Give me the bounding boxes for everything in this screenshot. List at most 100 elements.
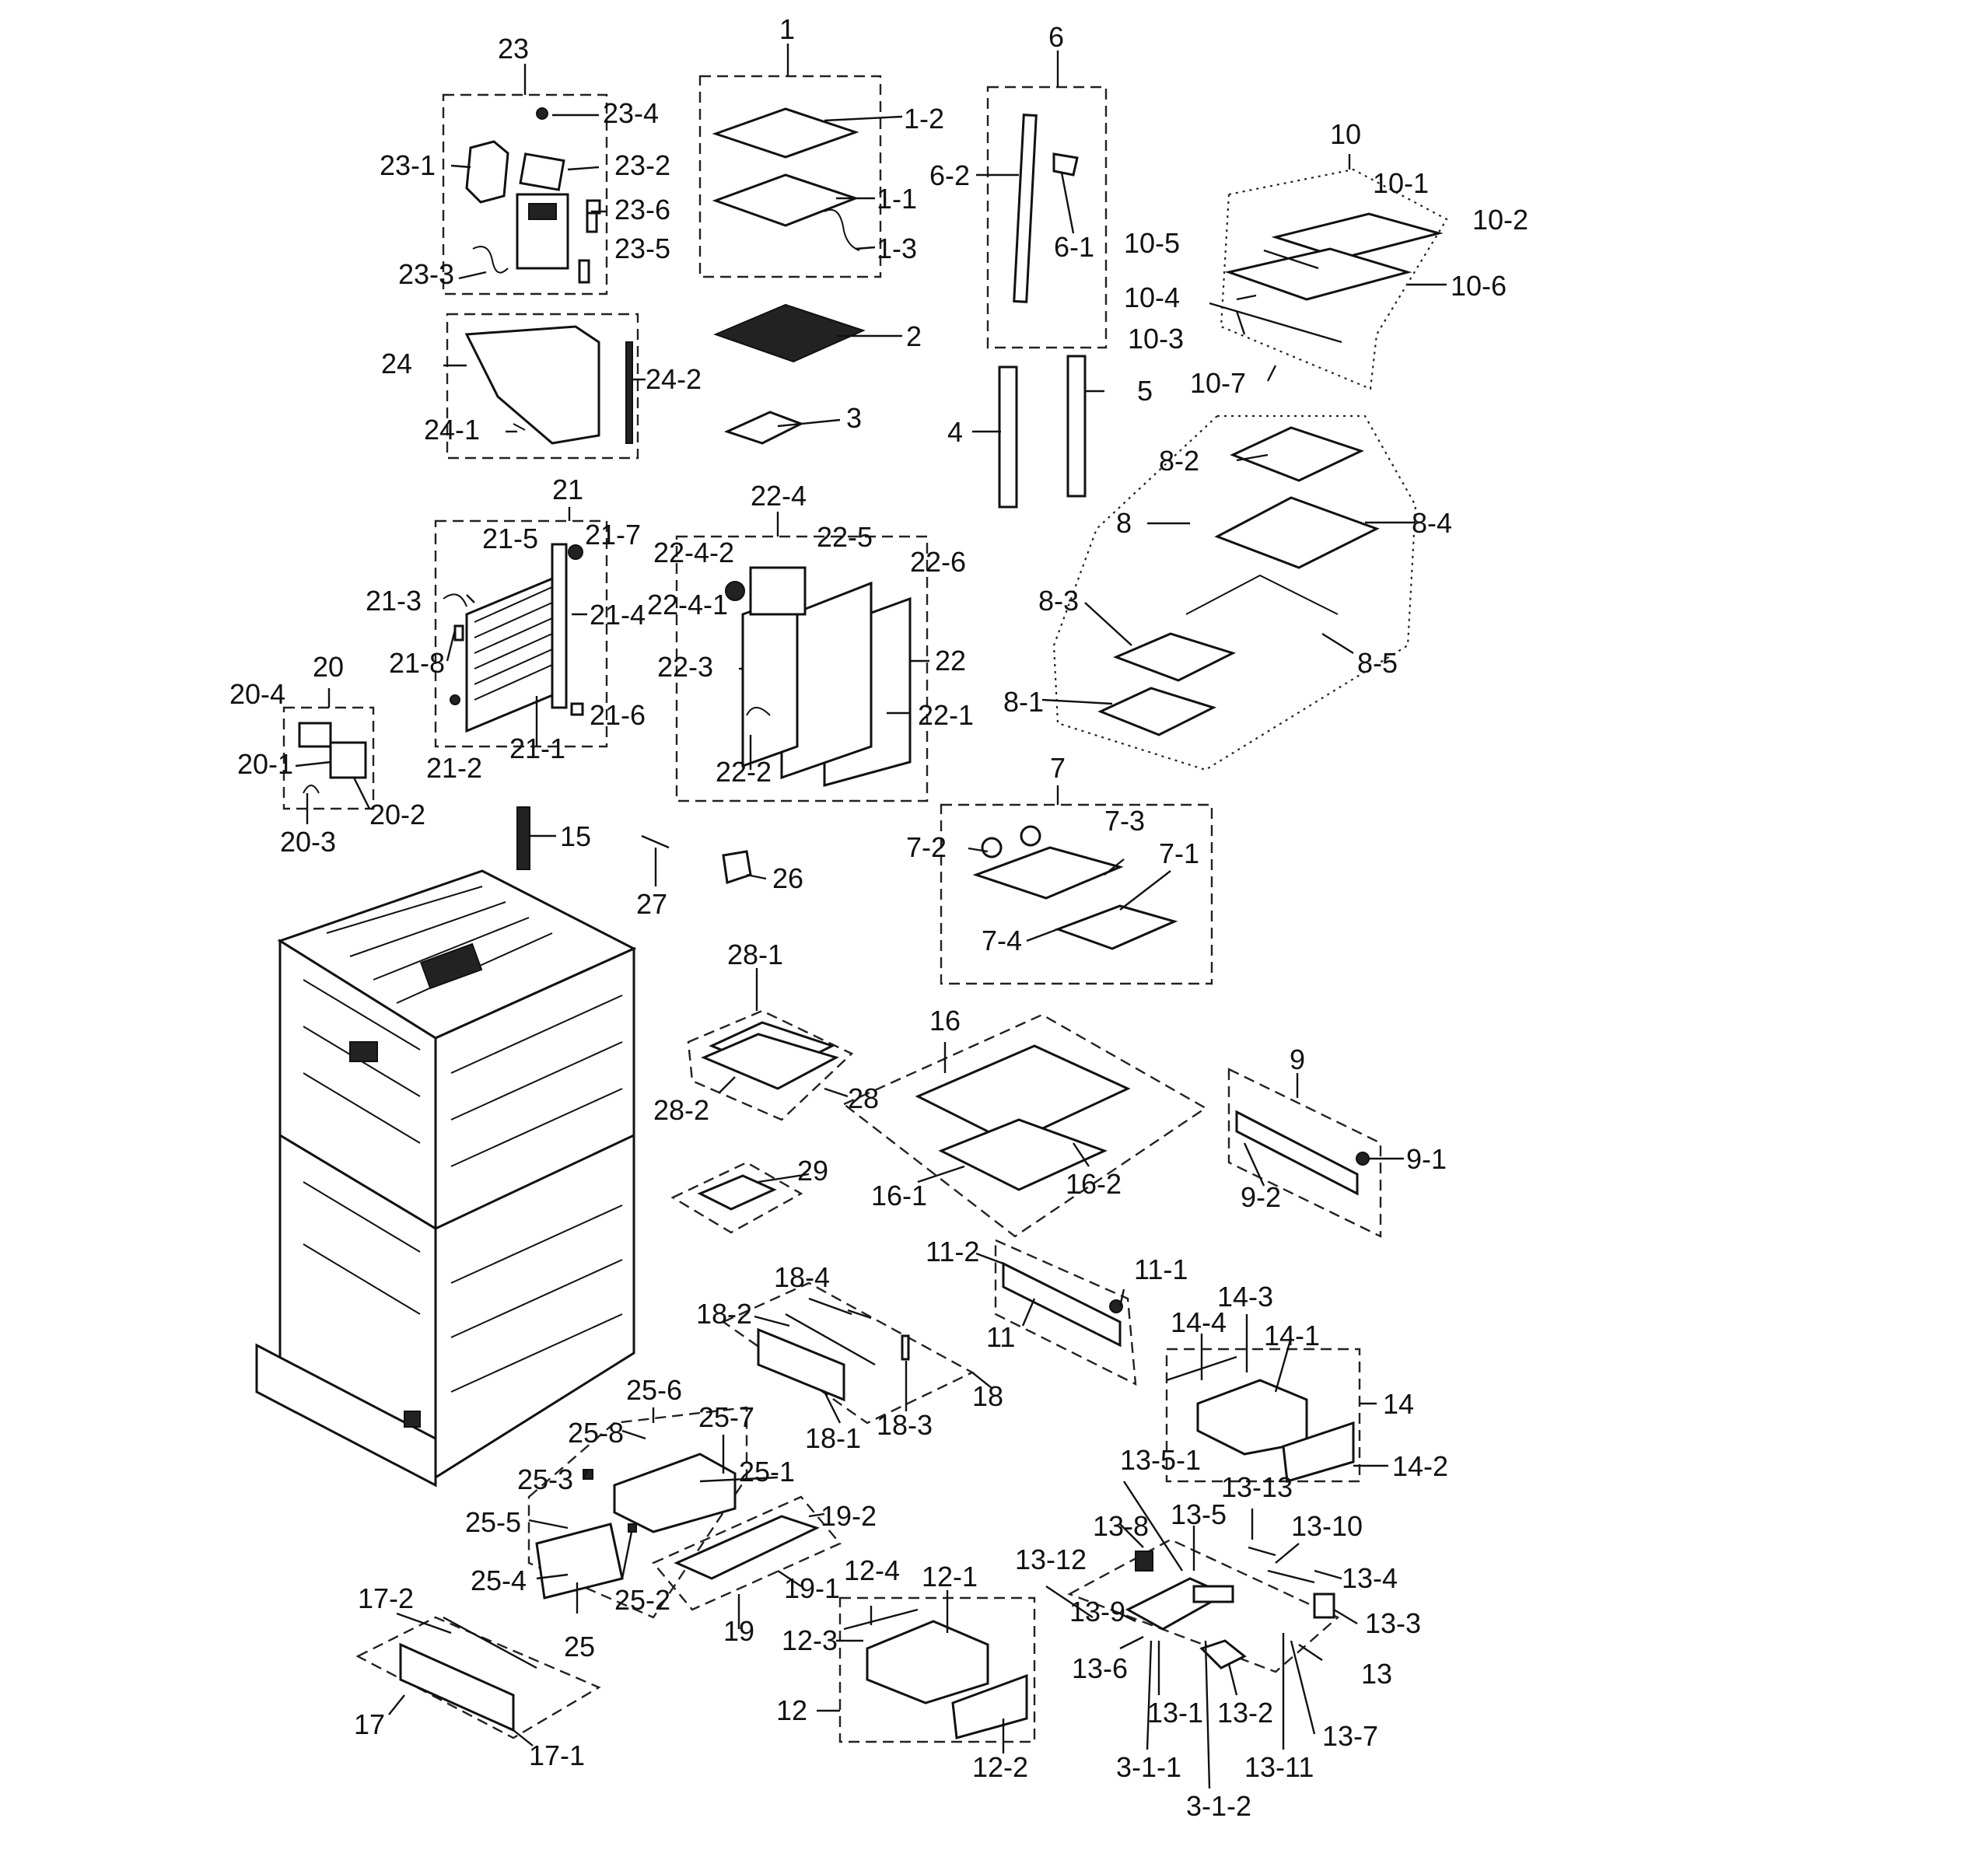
label-28: 28 xyxy=(848,1082,879,1114)
label-1-1: 1-1 xyxy=(877,183,917,215)
label-1-2: 1-2 xyxy=(904,103,944,135)
part-10-shelf-assembly xyxy=(1209,212,1444,344)
label-13-10: 13-10 xyxy=(1291,1510,1363,1542)
part-6-rail-assembly xyxy=(1013,114,1079,303)
part-26-clip xyxy=(722,850,752,884)
label-8-2: 8-2 xyxy=(1159,445,1199,477)
label-10-1: 10-1 xyxy=(1373,167,1429,199)
label-23-6: 23-6 xyxy=(614,194,670,226)
label-22-6: 22-6 xyxy=(910,546,966,578)
label-23-5: 23-5 xyxy=(614,232,670,264)
label-18-2: 18-2 xyxy=(696,1298,752,1330)
part-19-trim xyxy=(674,1515,820,1580)
label-25-5: 25-5 xyxy=(465,1506,521,1538)
group-12-box xyxy=(838,1596,1036,1743)
label-24-2: 24-2 xyxy=(646,363,702,395)
label-16-1: 16-1 xyxy=(871,1180,927,1211)
label-13-8: 13-8 xyxy=(1093,1510,1149,1542)
label-17: 17 xyxy=(354,1708,385,1740)
label-10: 10 xyxy=(1330,118,1361,150)
group-16-box xyxy=(842,1013,1208,1238)
group-23-box xyxy=(442,93,608,295)
label-26: 26 xyxy=(772,862,803,894)
label-23-1: 23-1 xyxy=(380,149,436,181)
part-11-rail xyxy=(1002,1261,1123,1348)
label-17-2: 17-2 xyxy=(358,1582,414,1614)
label-13-4: 13-4 xyxy=(1342,1562,1398,1594)
label-24-1: 24-1 xyxy=(424,414,480,446)
label-13-5: 13-5 xyxy=(1171,1498,1227,1530)
label-22-3: 22-3 xyxy=(657,651,713,683)
part-17-drawer-front xyxy=(399,1616,537,1732)
leader-lines xyxy=(295,44,1447,1789)
part-25-drawer xyxy=(535,1453,737,1600)
part-5-rail xyxy=(1066,355,1087,498)
label-22-4: 22-4 xyxy=(751,480,807,512)
label-12-4: 12-4 xyxy=(844,1554,900,1586)
label-20-4: 20-4 xyxy=(229,678,285,710)
label-13-7: 13-7 xyxy=(1322,1720,1378,1752)
label-10-7: 10-7 xyxy=(1190,367,1246,399)
group-29-box xyxy=(670,1161,803,1234)
label-14: 14 xyxy=(1383,1388,1414,1420)
label-10-6: 10-6 xyxy=(1451,270,1507,302)
label-13-1: 13-1 xyxy=(1147,1697,1203,1729)
part-29-cover xyxy=(697,1174,777,1211)
label-16-2: 16-2 xyxy=(1066,1168,1122,1200)
label-25-6: 25-6 xyxy=(626,1374,682,1406)
label-8-1: 8-1 xyxy=(1003,686,1044,718)
label-21-6: 21-6 xyxy=(590,699,646,731)
label-21-5: 21-5 xyxy=(482,523,538,554)
label-13-3: 13-3 xyxy=(1365,1607,1421,1639)
label-20: 20 xyxy=(313,651,344,683)
group-17-box xyxy=(355,1616,601,1739)
label-3-1-1: 3-1-1 xyxy=(1116,1751,1181,1783)
group-19-box xyxy=(652,1495,842,1611)
label-14-2: 14-2 xyxy=(1392,1450,1448,1482)
part-9-rail xyxy=(1235,1110,1370,1196)
label-13-6: 13-6 xyxy=(1072,1652,1128,1684)
label-21-1: 21-1 xyxy=(509,732,565,764)
group-24-box xyxy=(446,313,639,460)
label-12: 12 xyxy=(776,1694,807,1726)
label-23: 23 xyxy=(498,33,529,65)
label-8-5: 8-5 xyxy=(1357,647,1398,679)
group-22-box xyxy=(675,535,929,802)
part-14-drawer xyxy=(1166,1355,1355,1483)
part-18-drawer-front xyxy=(757,1309,910,1402)
label-24: 24 xyxy=(381,348,412,379)
group-28-box xyxy=(687,1009,854,1121)
label-6-2: 6-2 xyxy=(929,159,970,191)
label-18-4: 18-4 xyxy=(774,1261,830,1293)
group-6-box xyxy=(986,86,1108,349)
group-21-box xyxy=(434,519,608,748)
label-3-1-2: 3-1-2 xyxy=(1186,1790,1251,1822)
part-12-drawer xyxy=(843,1608,1028,1739)
label-22-4-2: 22-4-2 xyxy=(653,537,734,568)
part-13-damper-assembly xyxy=(1125,1546,1335,1669)
label-22: 22 xyxy=(935,645,966,677)
group-8-box xyxy=(1052,414,1417,771)
label-23-4: 23-4 xyxy=(603,97,659,129)
label-10-3: 10-3 xyxy=(1128,323,1184,355)
label-25: 25 xyxy=(564,1631,595,1662)
label-12-1: 12-1 xyxy=(922,1561,978,1593)
label-25-3: 25-3 xyxy=(517,1463,573,1495)
part-23-ice-maker-parts xyxy=(465,107,601,284)
label-20-2: 20-2 xyxy=(369,799,425,830)
label-7: 7 xyxy=(1050,752,1066,784)
label-25-1: 25-1 xyxy=(739,1456,795,1488)
label-11-2: 11-2 xyxy=(926,1236,979,1267)
part-4-rail xyxy=(998,365,1018,509)
label-7-2: 7-2 xyxy=(906,831,947,863)
label-28-1: 28-1 xyxy=(727,939,783,970)
label-21-7: 21-7 xyxy=(585,519,641,551)
label-15: 15 xyxy=(560,820,591,852)
label-9: 9 xyxy=(1290,1044,1305,1075)
label-23-3: 23-3 xyxy=(398,258,454,290)
label-10-4: 10-4 xyxy=(1124,281,1180,313)
group-10-box xyxy=(1220,168,1448,390)
label-22-4-1: 22-4-1 xyxy=(647,589,728,621)
label-12-2: 12-2 xyxy=(972,1751,1028,1783)
